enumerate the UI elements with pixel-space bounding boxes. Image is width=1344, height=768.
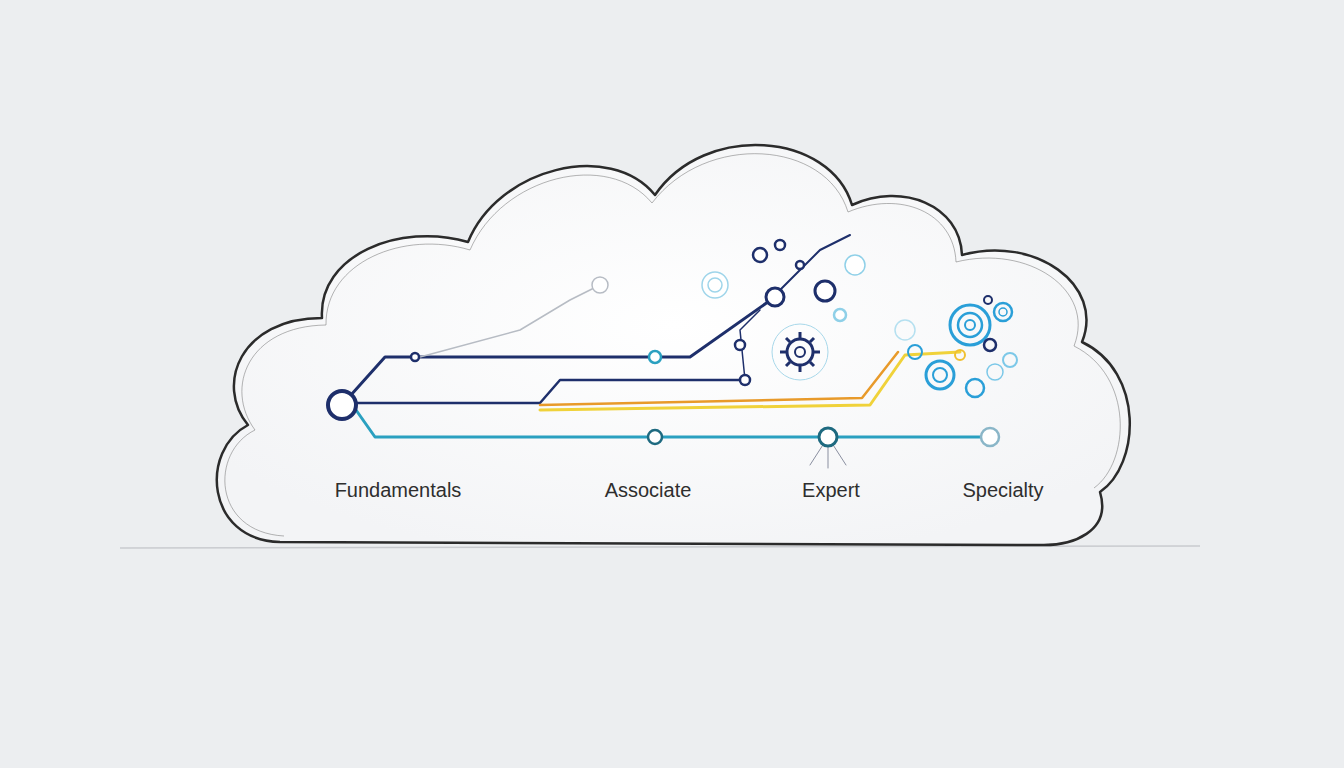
level-label: Specialty — [962, 478, 1043, 502]
cloud-outline — [217, 145, 1130, 545]
level-label: Associate — [605, 478, 692, 502]
ground-line — [120, 546, 1200, 548]
level-label: Expert — [802, 478, 860, 502]
level-label: Fundamentals — [335, 478, 462, 502]
